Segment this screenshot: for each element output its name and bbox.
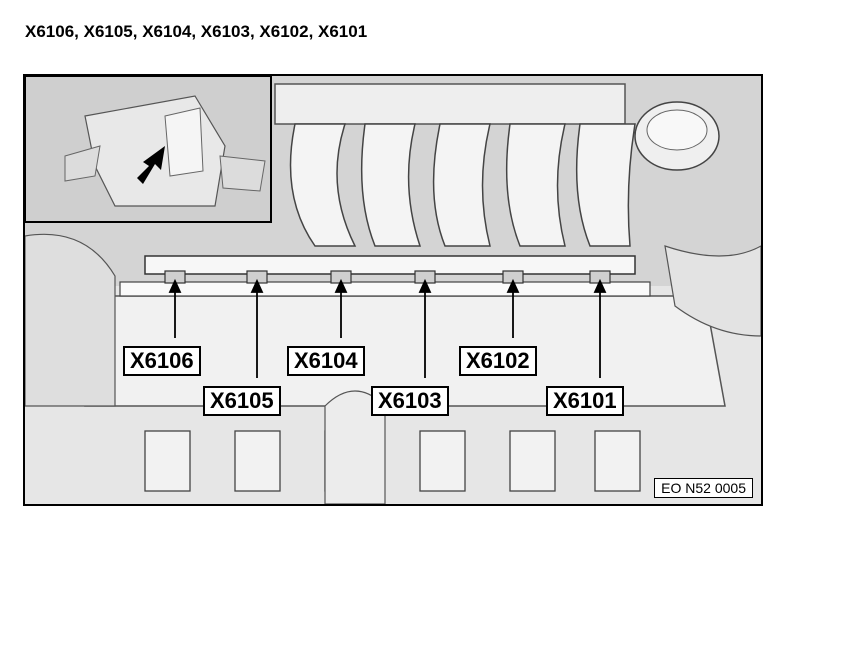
figure-code: EO N52 0005 bbox=[654, 478, 753, 498]
callout-x6103: X6103 bbox=[371, 386, 449, 416]
callout-x6105: X6105 bbox=[203, 386, 281, 416]
leader-lines bbox=[168, 278, 607, 378]
callout-x6102: X6102 bbox=[459, 346, 537, 376]
callout-x6106: X6106 bbox=[123, 346, 201, 376]
callout-x6101: X6101 bbox=[546, 386, 624, 416]
engine-drawing bbox=[25, 76, 761, 504]
arrow-up-right-icon bbox=[137, 146, 165, 184]
callout-x6104: X6104 bbox=[287, 346, 365, 376]
page-title: X6106, X6105, X6104, X6103, X6102, X6101 bbox=[25, 22, 368, 41]
engine-illustration: X6106 X6105 X6104 X6103 X6102 X6101 EO N… bbox=[23, 74, 763, 506]
